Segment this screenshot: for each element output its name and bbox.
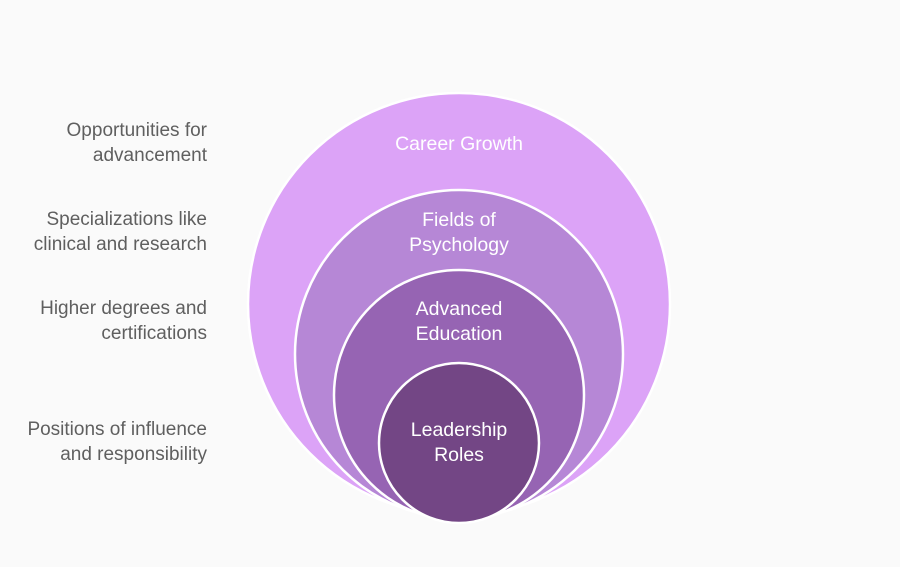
circle-label-line: Psychology bbox=[409, 234, 509, 256]
circle-label-line: Career Growth bbox=[395, 133, 523, 155]
circle-leadership-roles bbox=[377, 361, 541, 525]
description-career-growth: Opportunities for advancement bbox=[66, 120, 207, 166]
circle-label-line: Education bbox=[416, 323, 503, 345]
description-leadership-roles: Positions of influence and responsibilit… bbox=[27, 419, 207, 465]
circle-label-line: Fields of bbox=[422, 209, 496, 231]
circle-label-line: Roles bbox=[434, 444, 484, 466]
label-career-growth: Career Growth bbox=[395, 133, 523, 155]
description-advanced-education: Higher degrees and certifications bbox=[40, 298, 207, 344]
description-fields-of-psychology: Specializations like clinical and resear… bbox=[33, 209, 207, 255]
circle-label-line: Leadership bbox=[411, 419, 508, 441]
label-fields-of-psychology: Fields of Psychology bbox=[409, 209, 509, 256]
circle-label-line: Advanced bbox=[416, 298, 503, 320]
